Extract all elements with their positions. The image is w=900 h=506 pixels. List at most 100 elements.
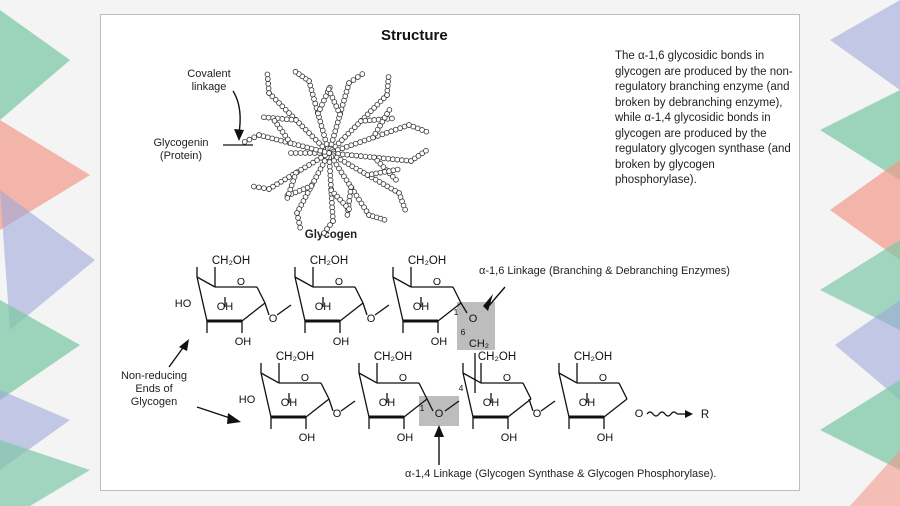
ring-oxygen-label: O — [335, 276, 343, 288]
glucose-bead — [353, 192, 360, 199]
glycosidic-bond — [426, 398, 434, 412]
glucose-bead — [402, 206, 408, 213]
glucose-bead — [341, 173, 347, 180]
glucose-bead — [271, 117, 278, 124]
alpha-1-4-arrow-head — [434, 425, 444, 437]
glucose-bead — [408, 158, 414, 164]
glycosidic-bond — [340, 400, 356, 412]
glucose-bead — [284, 116, 290, 123]
glucose-bead — [246, 136, 253, 143]
glucose-bead — [312, 100, 319, 107]
glucose-bead — [251, 183, 257, 190]
glucose-bead — [385, 155, 392, 162]
glucose-bead — [272, 96, 279, 103]
reducing-end-arrow-head — [685, 410, 693, 418]
ch2oh-label: CH₂OH — [408, 255, 446, 267]
glucose-bead — [336, 165, 342, 172]
explanation-note: The α-1,6 glycosidic bonds in glycogen a… — [615, 50, 793, 186]
glucose-bead — [317, 118, 324, 125]
glucose-bead — [297, 224, 303, 231]
glucose-bead — [286, 110, 292, 116]
glycosidic-bond — [374, 304, 390, 316]
glucose-bead — [386, 107, 393, 113]
glucose-bead — [329, 200, 335, 206]
glucose-bead — [287, 140, 294, 146]
glucose-bead — [294, 210, 300, 216]
glucose-bead — [329, 209, 336, 215]
glucose-bead — [322, 136, 329, 143]
glucose-bead — [314, 157, 320, 164]
glucose-bead — [265, 85, 272, 92]
diagram-card: Structure The α-1,6 glycosidic bonds in … — [100, 14, 800, 491]
ring-oxygen-label: O — [399, 372, 407, 384]
glucose-bead — [270, 183, 276, 190]
glucose-bead — [299, 123, 306, 130]
glucose-bead — [323, 141, 330, 147]
glucose-bead — [327, 172, 334, 179]
glucose-bead — [346, 80, 352, 86]
ring-edge — [196, 276, 216, 288]
glucose-bead — [338, 169, 345, 176]
glucose-bead — [279, 103, 286, 110]
glycogenin-label: Glycogenin (Protein) — [153, 137, 209, 162]
glucose-bead — [328, 181, 334, 188]
glucose-bead — [282, 176, 288, 183]
hydroxyl-label: OH — [397, 432, 414, 444]
glycosidic-oxygen: O — [269, 313, 278, 325]
glucose-bead — [241, 139, 248, 145]
glucose-bead — [423, 147, 429, 154]
ring-edge — [294, 276, 306, 322]
glucose-bead — [415, 153, 422, 159]
glucose-bead — [264, 71, 271, 78]
glucose-bead — [339, 137, 345, 143]
glucose-bead — [394, 166, 401, 173]
glucose-bead — [333, 161, 340, 168]
glucose-bead — [318, 123, 325, 129]
glucose-bead — [359, 71, 366, 77]
glucose-bead — [265, 76, 271, 82]
glucose-bead — [286, 174, 292, 180]
covalent-arrow-shaft — [232, 90, 241, 134]
position-number: 6 — [461, 327, 466, 337]
glucose-bead — [377, 122, 383, 129]
glucose-bead — [256, 184, 262, 191]
glucose-bead — [362, 153, 369, 160]
ch2oh-label: CH₂OH — [574, 351, 612, 363]
alpha-1-4-label: α-1,4 Linkage (Glycogen Synthase & Glyco… — [405, 468, 717, 480]
glucose-bead — [269, 93, 276, 100]
glucose-bead — [285, 136, 291, 143]
ring-edge — [256, 286, 266, 304]
hydroxyl-label: OH — [597, 432, 614, 444]
glycosidic-bond — [444, 400, 460, 412]
glucose-bead — [265, 80, 272, 87]
covalent-arrow-head — [234, 129, 244, 141]
glucose-bead — [328, 195, 335, 202]
glucose-bead — [312, 136, 319, 143]
glucose-bead — [265, 114, 272, 121]
glucose-bead — [311, 96, 317, 102]
ring-oxygen-label: O — [503, 372, 511, 384]
ch2oh-label: CH₂OH — [212, 255, 250, 267]
glycosidic-bond — [264, 302, 270, 316]
glycosidic-bond — [328, 398, 334, 412]
glucose-bead — [256, 132, 262, 138]
glucose-bead — [296, 219, 302, 226]
hydroxyl-label: OH — [281, 397, 298, 409]
glucose-bead — [342, 134, 348, 140]
glucose-bead — [355, 74, 361, 80]
hydroxyl-label: OH — [217, 301, 234, 313]
ring-edge — [392, 276, 412, 288]
covalent-linkage-label: Covalent linkage — [187, 68, 231, 93]
ch2oh-label: CH₂OH — [374, 351, 412, 363]
glucose-bead — [380, 95, 387, 102]
glucose-bead — [329, 204, 336, 211]
alpha-1-6-arrow-shaft — [486, 286, 506, 309]
non-reducing-ends-label: Non-reducing Ends of Glycogen — [120, 370, 188, 408]
ring-edge — [522, 382, 532, 400]
glucose-bead — [371, 105, 377, 111]
hydroxyl-label: OH — [333, 336, 350, 348]
glucose-bead — [348, 127, 355, 134]
ring-edge — [558, 372, 570, 418]
hydroxyl-label: OH — [413, 301, 430, 313]
